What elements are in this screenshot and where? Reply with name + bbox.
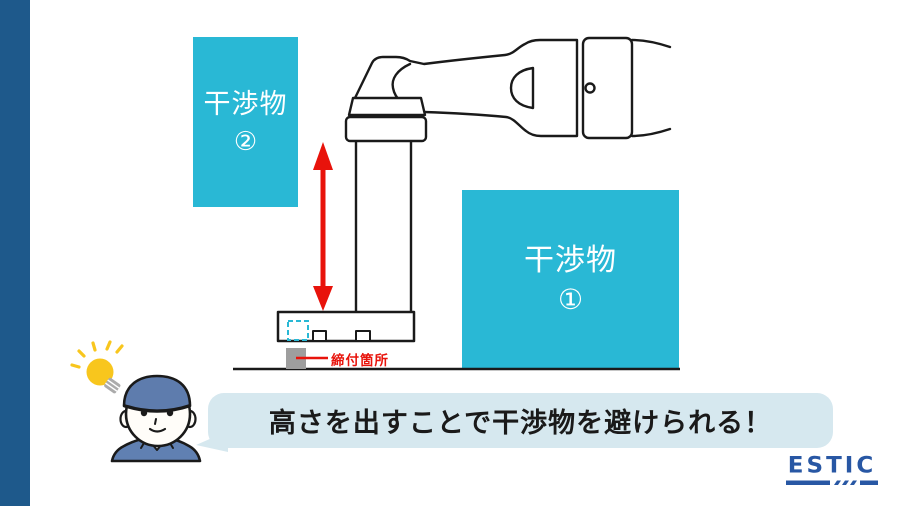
worker-eye-left — [140, 409, 148, 417]
socket-position-dashes — [287, 320, 309, 341]
plate-foot-left — [312, 330, 327, 342]
worker-illustration — [110, 374, 202, 463]
plate-foot-right — [355, 330, 371, 342]
height-arrow-head-up — [313, 142, 333, 170]
left-accent-bar — [0, 0, 30, 506]
interference-box-2: 干渉物 ② — [193, 37, 298, 207]
logo-text: ESTIC — [787, 453, 877, 479]
body-tail-bottom — [630, 127, 672, 138]
worker-eye-right — [166, 409, 174, 417]
height-arrow-head-down — [313, 286, 333, 311]
lightbulb-icon — [70, 340, 124, 394]
fastening-label: 締付箇所 — [331, 353, 389, 369]
head-neck-band — [347, 96, 427, 117]
logo-underline — [786, 480, 878, 486]
grip-button — [584, 82, 596, 94]
bell-detail — [509, 66, 535, 110]
worker-mouth — [148, 427, 167, 433]
interference-box-1-number: ① — [557, 283, 584, 317]
interference-box-1-label: 干渉物 — [524, 242, 617, 278]
speech-bubble: 高さを出すことで干渉物を避けられる！ — [208, 393, 833, 448]
worker-cap — [122, 374, 192, 413]
grip-block — [581, 36, 634, 140]
nutrunner-illustration — [344, 36, 672, 315]
tube-collar — [344, 115, 428, 143]
interference-box-2-number: ② — [233, 126, 258, 157]
speech-bubble-text: 高さを出すことで干渉物を避けられる！ — [268, 408, 773, 439]
interference-box-1: 干渉物 ① — [462, 190, 679, 368]
interference-box-2-label: 干渉物 — [203, 88, 288, 120]
body-tail-top — [630, 38, 672, 49]
height-arrow — [313, 142, 333, 311]
base-plate — [276, 310, 416, 343]
extension-tube — [354, 138, 413, 315]
estic-logo: ESTIC — [784, 454, 880, 487]
